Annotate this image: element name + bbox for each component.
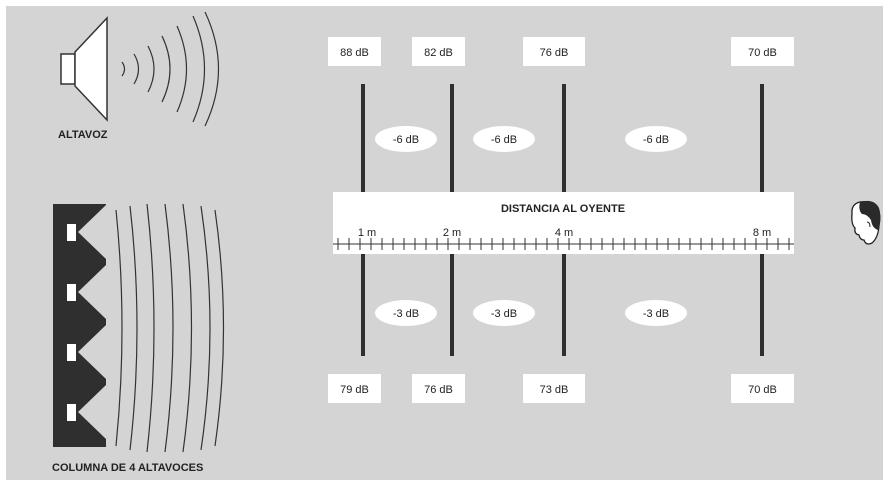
column-level-label: 76 dB (424, 384, 453, 396)
column-waves (115, 203, 225, 453)
single-level-label: 88 dB (340, 47, 369, 59)
listener-head-icon (851, 200, 881, 245)
distance-ruler (333, 192, 794, 254)
single-level-label: 82 dB (424, 47, 453, 59)
single-drop-1: -6 dB (375, 126, 437, 152)
single-level-label: 70 dB (748, 47, 777, 59)
column-label: COLUMNA DE 4 ALTAVOCES (52, 462, 203, 474)
loudspeaker-icon (60, 16, 108, 122)
column-drop-label: -3 dB (393, 308, 419, 320)
single-level-box-4: 70 dB (731, 37, 794, 66)
distance-label-2m: 2 m (443, 227, 461, 239)
distance-label-4m: 4 m (555, 227, 573, 239)
column-level-box-2: 76 dB (412, 374, 465, 403)
ruler-ticks (337, 238, 790, 250)
column-drop-1: -3 dB (375, 300, 437, 326)
single-drop-label: -6 dB (393, 134, 419, 146)
speaker-label: ALTAVOZ (58, 129, 108, 141)
column-drop-2: -3 dB (473, 300, 535, 326)
single-drop-label: -6 dB (491, 134, 517, 146)
column-drop-label: -3 dB (643, 308, 669, 320)
column-drop-3: -3 dB (625, 300, 687, 326)
single-level-box-2: 82 dB (412, 37, 465, 66)
column-level-label: 73 dB (540, 384, 569, 396)
column-level-box-4: 70 dB (731, 374, 794, 403)
single-speaker-waves (121, 11, 220, 127)
single-level-label: 76 dB (540, 47, 569, 59)
distance-label-1m: 1 m (358, 227, 376, 239)
single-drop-2: -6 dB (473, 126, 535, 152)
column-level-label: 79 dB (340, 384, 369, 396)
column-level-box-1: 79 dB (328, 374, 381, 403)
single-drop-3: -6 dB (625, 126, 687, 152)
single-drop-label: -6 dB (643, 134, 669, 146)
single-level-box-3: 76 dB (523, 37, 585, 66)
column-drop-label: -3 dB (491, 308, 517, 320)
distance-label-8m: 8 m (753, 227, 771, 239)
single-level-box-1: 88 dB (328, 37, 381, 66)
speaker-column-icon (53, 204, 106, 447)
column-level-label: 70 dB (748, 384, 777, 396)
marker-bars (361, 84, 764, 356)
distance-title: DISTANCIA AL OYENTE (501, 203, 625, 215)
column-level-box-3: 73 dB (523, 374, 585, 403)
